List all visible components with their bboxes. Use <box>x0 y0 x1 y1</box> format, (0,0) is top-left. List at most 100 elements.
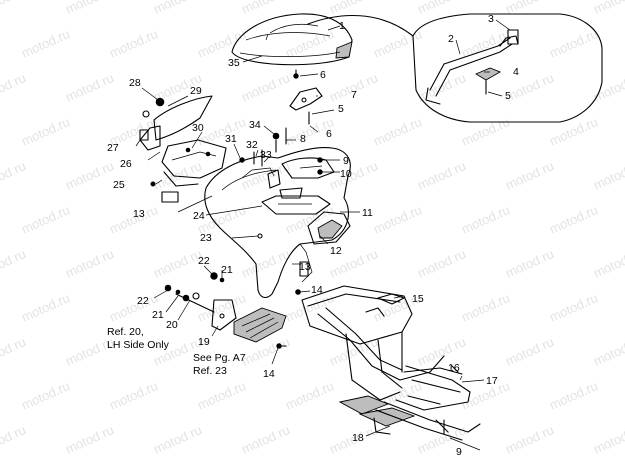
watermark-text: motod.ru <box>591 0 625 17</box>
watermark-text: motod.ru <box>239 422 292 457</box>
watermark-text: motod.ru <box>547 26 600 61</box>
callout-2: 2 <box>448 33 454 45</box>
callout-4: 4 <box>513 66 519 78</box>
callout-21-right: 21 <box>221 264 233 276</box>
watermark-text: motod.ru <box>63 158 116 193</box>
callout-6-lower: 6 <box>326 128 332 140</box>
watermark-text: motod.ru <box>591 70 625 105</box>
watermark-text: motod.ru <box>0 422 28 457</box>
watermark-text: motod.ru <box>19 290 72 325</box>
watermark-text: motod.ru <box>63 246 116 281</box>
callout-31: 31 <box>225 133 237 145</box>
callout-34: 34 <box>249 119 261 131</box>
callout-17: 17 <box>486 375 498 387</box>
callout-10: 10 <box>340 168 352 180</box>
callout-19: 19 <box>198 336 210 348</box>
watermark-text: motod.ru <box>19 26 72 61</box>
watermark-text: motod.ru <box>547 114 600 149</box>
watermark-text: motod.ru <box>415 70 468 105</box>
watermark-text: motod.ru <box>459 114 512 149</box>
watermark-text: motod.ru <box>239 70 292 105</box>
watermark-text: motod.ru <box>151 158 204 193</box>
watermark-text: motod.ru <box>415 158 468 193</box>
note-see-line2: Ref. 23 <box>193 365 227 377</box>
watermark-text: motod.ru <box>0 158 28 193</box>
watermark-text: motod.ru <box>503 422 556 457</box>
watermark-text: motod.ru <box>415 246 468 281</box>
watermark-text: motod.ru <box>327 0 380 17</box>
callout-5-inset: 5 <box>505 90 511 102</box>
watermark-layer: motod.ru motod.ru motod.ru motod.ru motod.ru… <box>0 0 625 457</box>
callout-16: 16 <box>448 362 460 374</box>
watermark-text: motod.ru <box>151 422 204 457</box>
callout-3: 3 <box>488 13 494 25</box>
watermark-text: motod.ru <box>415 334 468 369</box>
callout-18: 18 <box>352 432 364 444</box>
callout-29: 29 <box>190 85 202 97</box>
callout-15: 15 <box>412 293 424 305</box>
note-ref20-line2: LH Side Only <box>107 339 170 351</box>
reference-notes: Ref. 20, LH Side Only See Pg. A7 Ref. 23 <box>107 326 246 377</box>
leader-lines <box>135 19 511 451</box>
watermark-text: motod.ru <box>327 158 380 193</box>
watermark-text: motod.ru <box>239 334 292 369</box>
watermark-text: motod.ru <box>503 158 556 193</box>
watermark-text: motod.ru <box>239 0 292 17</box>
watermark-text: motod.ru <box>591 158 625 193</box>
callout-22-left: 22 <box>137 295 149 307</box>
watermark-text: motod.ru <box>151 0 204 17</box>
callout-7: 7 <box>351 89 357 101</box>
watermark-text: motod.ru <box>547 202 600 237</box>
watermark-text: motod.ru <box>503 334 556 369</box>
rear-fender <box>204 127 351 299</box>
callout-26: 26 <box>120 158 132 170</box>
callout-6-upper: 6 <box>320 69 326 81</box>
note-ref20-line1: Ref. 20, <box>107 326 144 338</box>
detail-inset <box>307 13 603 123</box>
callout-28: 28 <box>129 77 141 89</box>
callout-30: 30 <box>192 122 204 134</box>
watermark-text: motod.ru <box>0 334 28 369</box>
watermark-text: motod.ru <box>459 290 512 325</box>
watermark-text: motod.ru <box>591 334 625 369</box>
callout-13-center: 13 <box>299 261 311 273</box>
bracket-7 <box>289 69 323 125</box>
watermark-text: motod.ru <box>19 202 72 237</box>
callout-11: 11 <box>362 207 373 219</box>
callout-35: 35 <box>228 57 240 69</box>
callout-5: 5 <box>338 103 344 115</box>
callout-12: 12 <box>330 245 342 257</box>
callout-14-upper: 14 <box>311 284 323 296</box>
watermark-text: motod.ru <box>591 422 625 457</box>
watermark-text: motod.ru <box>63 0 116 17</box>
callout-1: 1 <box>339 20 345 32</box>
callout-9-lower: 9 <box>456 446 462 458</box>
callout-25: 25 <box>113 179 125 191</box>
callout-33: 33 <box>260 149 272 161</box>
callout-22-right: 22 <box>198 255 210 267</box>
watermark-text: motod.ru <box>195 378 248 413</box>
watermark-text: motod.ru <box>503 70 556 105</box>
watermark-text: motod.ru <box>0 0 28 17</box>
watermark-text: motod.ru <box>19 378 72 413</box>
watermark-text: motod.ru <box>107 378 160 413</box>
watermark-text: motod.ru <box>195 26 248 61</box>
watermark-text: motod.ru <box>107 26 160 61</box>
seat <box>231 13 353 66</box>
watermark-text: motod.ru <box>503 246 556 281</box>
rear-frame <box>301 285 481 441</box>
watermark-text: motod.ru <box>459 26 512 61</box>
callout-14-lower: 14 <box>263 368 275 380</box>
watermark-text: motod.ru <box>283 378 336 413</box>
watermark-text: motod.ru <box>0 70 28 105</box>
side-cover <box>139 95 227 203</box>
watermark-text: motod.ru <box>19 114 72 149</box>
watermark-text: motod.ru <box>371 114 424 149</box>
watermark-text: motod.ru <box>151 246 204 281</box>
watermark-text: motod.ru <box>415 0 468 17</box>
callout-32: 32 <box>246 139 258 151</box>
callout-21-left: 21 <box>152 309 164 321</box>
callout-24: 24 <box>193 210 205 222</box>
